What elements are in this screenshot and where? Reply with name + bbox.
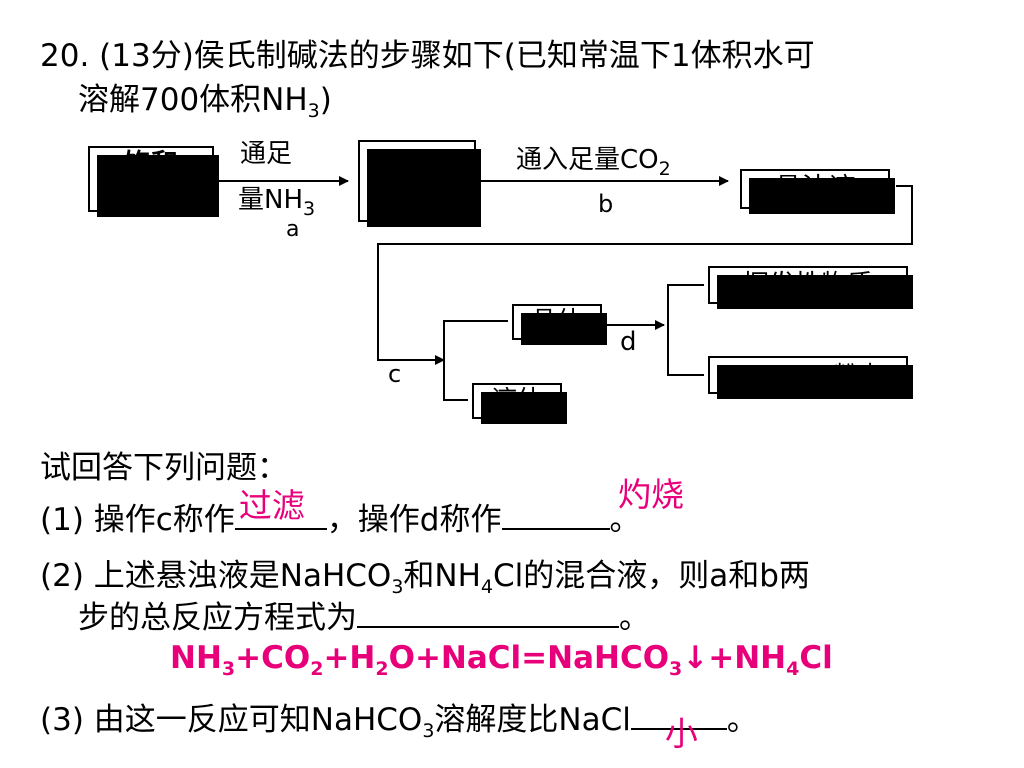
label-a-top: 通足 [240, 139, 293, 169]
prompt-text: 试回答下列问题： [40, 450, 288, 486]
label-a-letter: a [286, 217, 300, 242]
q1-line: (1) 操作c称作过滤，操作d称作。 [40, 486, 641, 538]
line-to-c [377, 185, 913, 365]
q2-line-2: 步的总反应方程式为。 [78, 598, 650, 636]
blank-d [501, 500, 610, 530]
branch-crystal [443, 320, 508, 360]
q2-line-1: (2) 上述悬浊液是NaHCO3和NH4Cl的混合液，则a和b两 [40, 558, 810, 598]
branch-liquid [443, 360, 468, 401]
question-line-1: 20. (13分)侯氏制碱法的步骤如下(已知常温下1体积水可 [40, 38, 815, 74]
answer-solubility: 小 [664, 714, 698, 753]
label-a-bottom: 量NH3 [238, 185, 316, 220]
answer-d: 灼烧 [618, 475, 684, 514]
box-ammoniated-brine: 饱和氨食盐水 [358, 140, 481, 227]
box-crystal: 晶体 [512, 304, 607, 345]
blank-c: 过滤 [234, 486, 327, 530]
blank-solubility: 小 [630, 700, 727, 753]
label-c: c [388, 360, 402, 388]
box-saturated-brine: 饱和食盐水 [88, 146, 219, 217]
branch-powder [667, 330, 704, 376]
answer-c: 过滤 [238, 486, 305, 525]
branch-volatile [667, 284, 704, 330]
blank-equation [357, 598, 619, 628]
question-line-2: 溶解700体积NH3) [78, 82, 332, 122]
box-suspension: 悬浊液 [740, 169, 895, 214]
box-sodium-carbonate: Na2CO3 粉末 [708, 356, 913, 399]
label-b-letter: b [598, 190, 614, 218]
answer-equation: NH3+CO2+H2O+NaCl=NaHCO3↓+NH4Cl [170, 640, 833, 680]
box-liquid: 液体 [472, 383, 567, 424]
label-b-top: 通入足量CO2 [516, 145, 671, 180]
label-d: d [620, 327, 637, 357]
box-volatile: 挥发性物质 [708, 266, 913, 309]
flow-connectors [218, 176, 913, 401]
